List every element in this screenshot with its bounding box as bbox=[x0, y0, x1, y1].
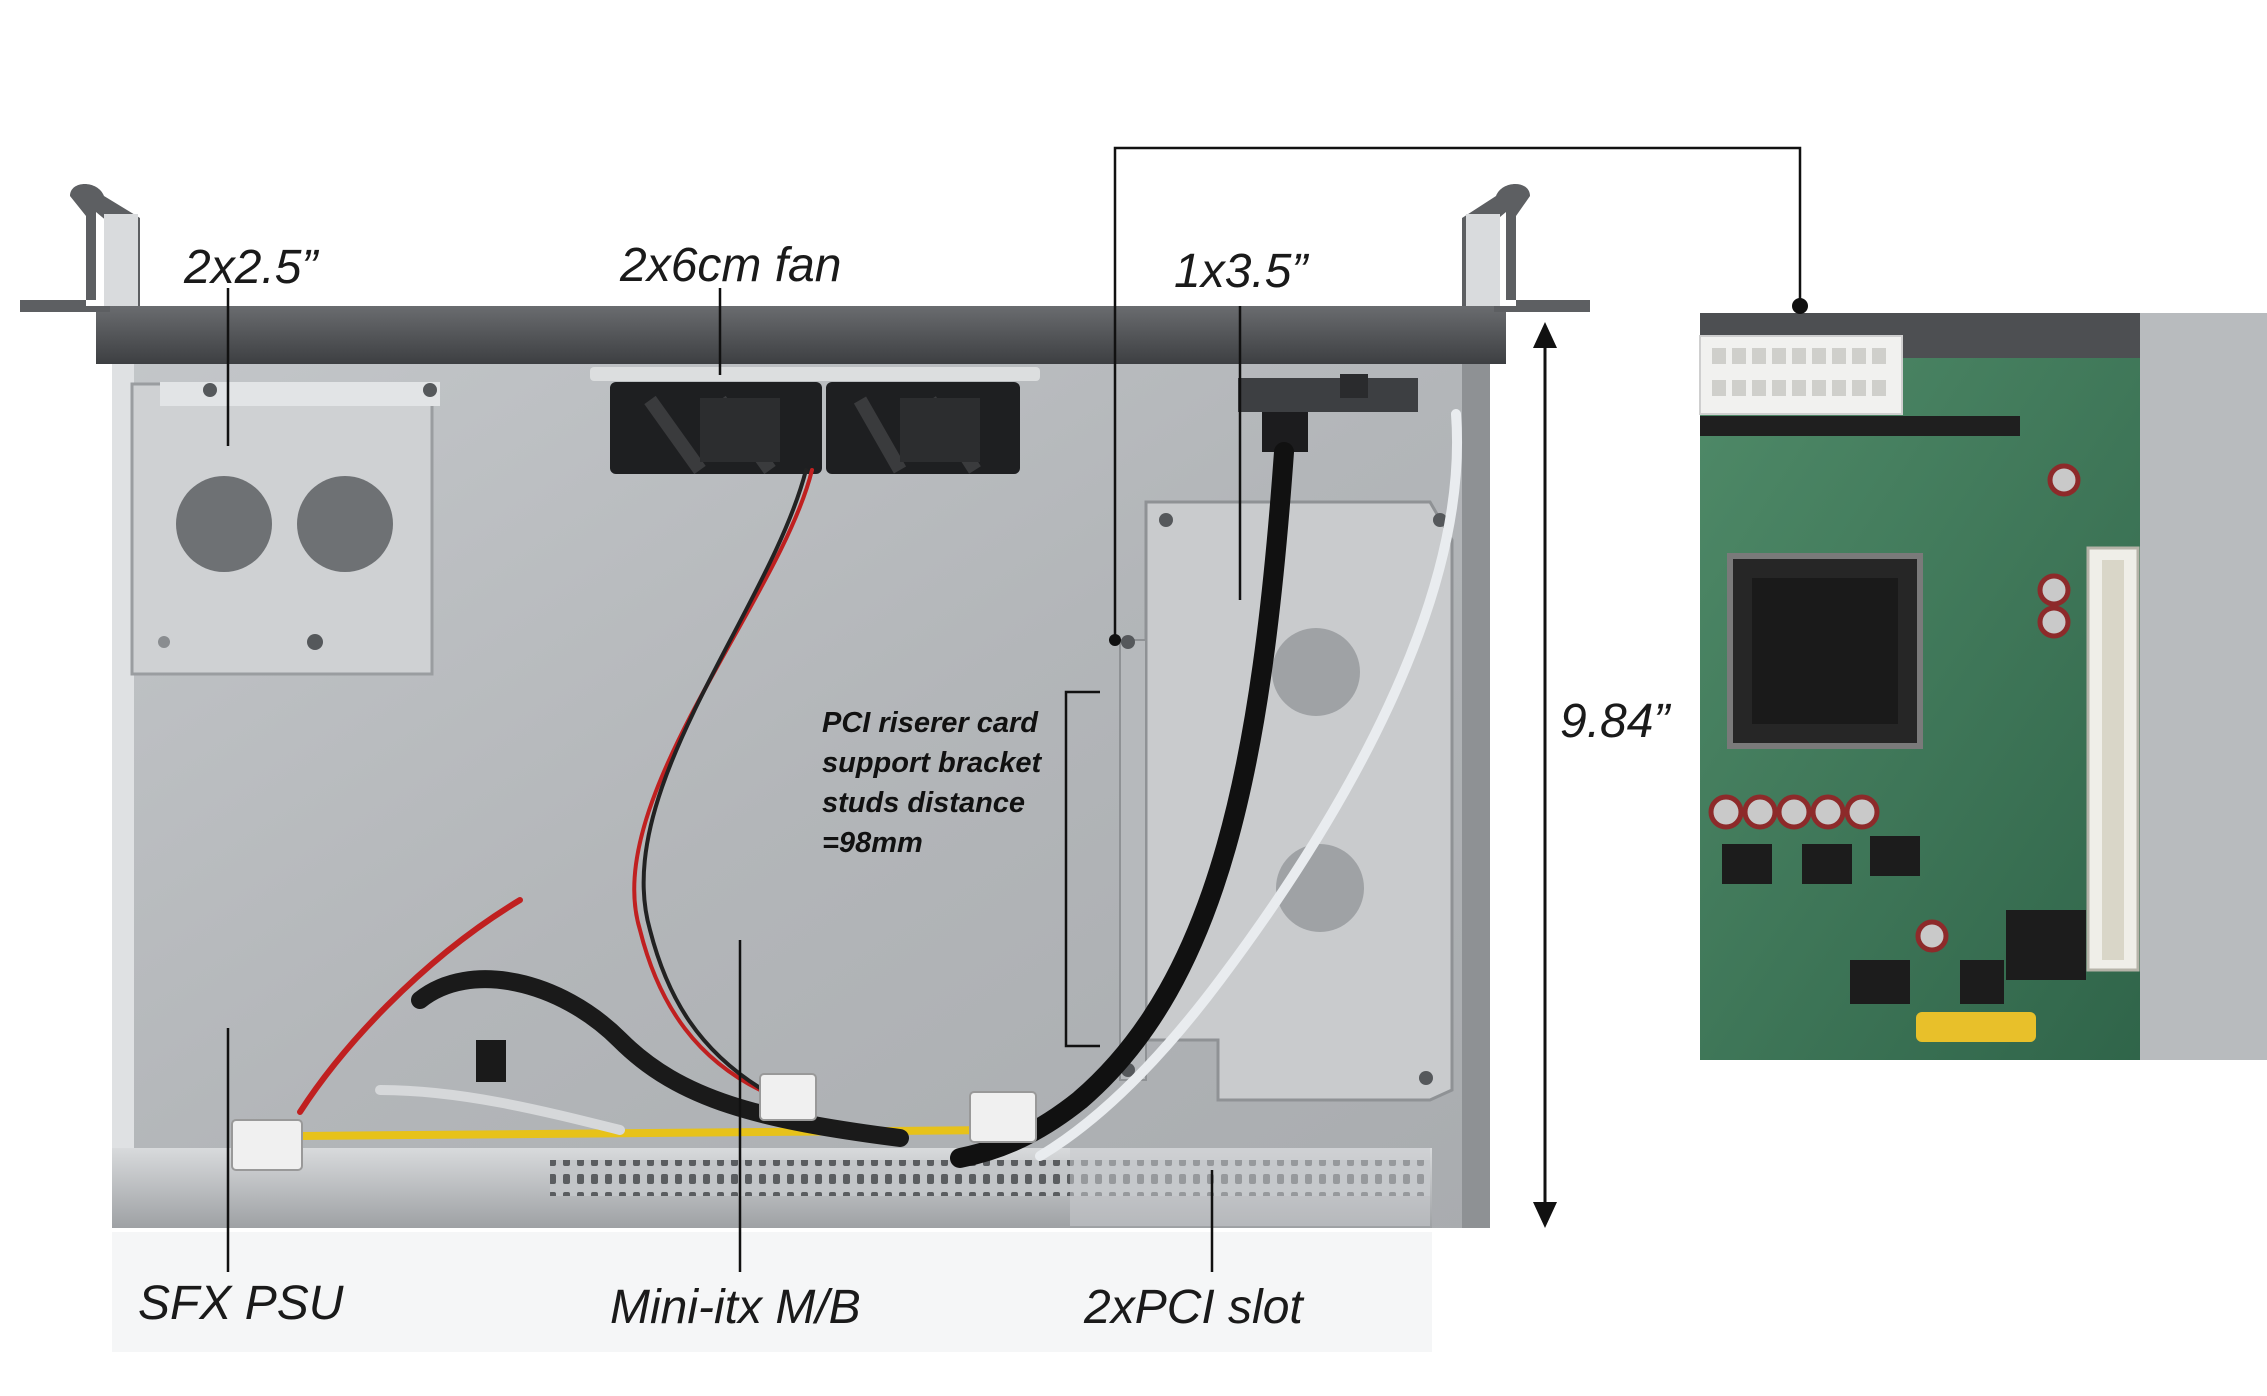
label-pci-slot: 2xPCI slot bbox=[1084, 1281, 1303, 1334]
fan-cable-black bbox=[641, 468, 808, 1090]
chassis-right-wall bbox=[1462, 362, 1490, 1228]
pci-riser-note: PCI riserer card support bracket studs d… bbox=[822, 703, 1041, 863]
label-hdd-2-5: 2x2.5” bbox=[184, 241, 318, 294]
molex-2 bbox=[969, 1091, 1037, 1143]
left-ear-highlight bbox=[104, 214, 138, 306]
label-psu: SFX PSU bbox=[138, 1277, 344, 1330]
chips bbox=[1722, 836, 2086, 1004]
studs-distance-bracket bbox=[1064, 690, 1100, 1048]
bundle-gray bbox=[375, 1085, 625, 1135]
fan-assembly bbox=[590, 367, 1040, 475]
label-fan: 2x6cm fan bbox=[620, 239, 842, 292]
atx-power-connector bbox=[1699, 335, 1903, 415]
label-hdd-3-5: 1x3.5” bbox=[1174, 245, 1308, 298]
connectors bbox=[231, 1040, 1037, 1171]
leader-lines bbox=[226, 146, 1802, 1272]
note-line-2: support bracket bbox=[822, 747, 1042, 779]
psu-molex bbox=[231, 1119, 303, 1171]
fan-cable-red bbox=[632, 468, 814, 1092]
note-line-3: studs distance bbox=[822, 787, 1026, 819]
front-panel-wires bbox=[1035, 409, 1462, 1161]
label-dimension: 9.84” bbox=[1560, 695, 1670, 748]
pci-slot-cover bbox=[1070, 1148, 1430, 1226]
hdd-3-5-header bbox=[1238, 374, 1418, 452]
right-ear-highlight bbox=[1466, 214, 1500, 306]
inset-connector-dot bbox=[1792, 298, 1808, 314]
psu-red-wire bbox=[297, 897, 523, 1115]
inset-connector-line bbox=[1113, 146, 1802, 640]
motherboard-inset bbox=[1699, 313, 2267, 1060]
battery-holder bbox=[1916, 1012, 2036, 1042]
note-line-1: PCI riserer card bbox=[822, 707, 1039, 739]
inset-chassis-wall bbox=[2140, 313, 2267, 1060]
molex-1 bbox=[759, 1073, 817, 1121]
stud-dot-top bbox=[1109, 634, 1121, 646]
riser-support-bracket bbox=[1119, 500, 1454, 1102]
dimm-slot bbox=[1700, 416, 2020, 436]
chassis-top-rim bbox=[96, 306, 1506, 364]
note-line-4: =98mm bbox=[822, 827, 923, 859]
hdd-2-5-bracket bbox=[130, 382, 440, 676]
chassis-left-wall bbox=[112, 362, 134, 1228]
capacitors bbox=[1708, 463, 2081, 953]
dimension-arrow bbox=[1533, 322, 1557, 1228]
label-motherboard: Mini-itx M/B bbox=[610, 1281, 861, 1334]
usb-header bbox=[476, 1040, 506, 1082]
